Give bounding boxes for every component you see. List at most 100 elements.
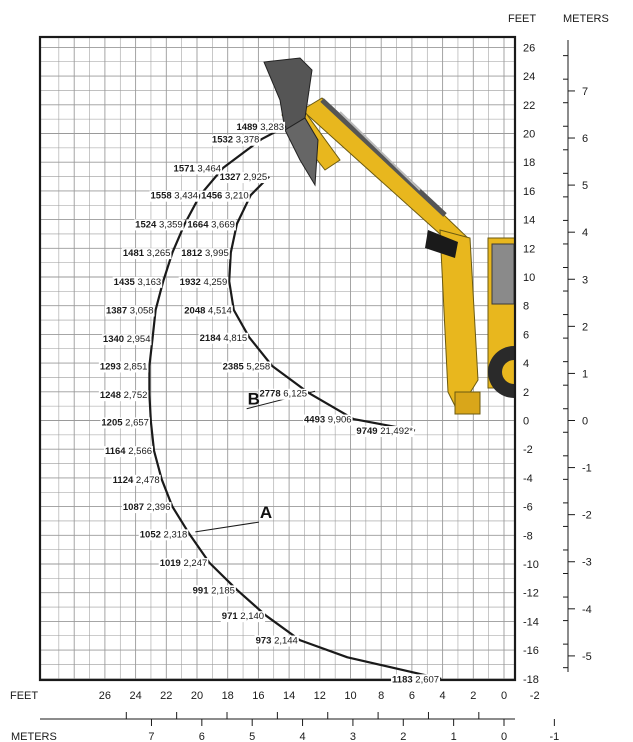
point-label: 1558 3,434 xyxy=(151,191,199,202)
y-meter-tick-label: -5 xyxy=(582,651,592,663)
point-label-background xyxy=(258,388,309,400)
y-meter-tick-label: -4 xyxy=(582,604,592,616)
point-label-background xyxy=(158,558,209,570)
point-label-background xyxy=(198,332,249,344)
point-label-background xyxy=(210,134,261,146)
point-label-background xyxy=(254,635,299,647)
y-feet-tick-label: 2 xyxy=(523,387,529,399)
x-feet-tick-label: 18 xyxy=(222,690,234,702)
point-label: 1087 2,396 xyxy=(123,502,171,513)
curve-label-leader xyxy=(195,521,260,533)
right-feet-unit: FEET xyxy=(508,13,536,25)
point-label: 991 2,185 xyxy=(193,585,235,596)
y-meter-tick-label: 2 xyxy=(582,321,588,333)
axes: FEET METERS FEET METERS 2624222018161412… xyxy=(10,13,609,742)
point-label: 1387 3,058 xyxy=(106,306,154,317)
point-label-background xyxy=(303,414,353,426)
right-meters-unit: METERS xyxy=(563,13,609,25)
x-meter-tick-label: 0 xyxy=(501,731,507,742)
plot-area xyxy=(40,37,515,680)
y-feet-tick-label: -18 xyxy=(523,674,539,686)
point-label-background xyxy=(103,446,154,458)
y-meter-tick-label: 5 xyxy=(582,180,588,192)
point-label-background xyxy=(218,172,269,184)
y-feet-tick-label: 4 xyxy=(523,358,529,370)
x-feet-tick-label: 24 xyxy=(129,690,141,702)
point-label: 1456 3,210 xyxy=(201,191,249,202)
x-meter-tick-label: 2 xyxy=(400,731,406,742)
y-feet-tick-label: 8 xyxy=(523,301,529,313)
y-feet-tick-label: -6 xyxy=(523,502,533,514)
point-label: 1524 3,359 xyxy=(135,219,183,230)
x-feet-tick-label: 8 xyxy=(378,690,384,702)
y-meter-tick-label: 3 xyxy=(582,274,588,286)
point-label: 1489 3,283 xyxy=(236,122,284,133)
point-label: 1327 2,925 xyxy=(220,172,268,183)
x-feet-tick-label: -2 xyxy=(530,690,540,702)
x-feet-tick-label: 20 xyxy=(191,690,203,702)
point-label-background xyxy=(149,190,200,202)
bottom-meters-unit: METERS xyxy=(11,731,57,742)
point-label: 2778 6,125 xyxy=(259,389,307,400)
plot-frame xyxy=(38,35,517,682)
point-label: 1293 2,851 xyxy=(100,361,148,372)
x-meter-tick-label: 3 xyxy=(350,731,356,742)
curve-label-a: A xyxy=(260,503,272,522)
point-label-background xyxy=(121,502,172,514)
y-feet-tick-label: 18 xyxy=(523,157,535,169)
y-feet-tick-label: 14 xyxy=(523,215,535,227)
y-meter-tick-label: 0 xyxy=(582,416,588,428)
point-label-background xyxy=(220,611,266,623)
y-feet-tick-label: 20 xyxy=(523,129,535,141)
x-meter-tick-label: 1 xyxy=(451,731,457,742)
point-label-background xyxy=(101,334,152,346)
y-meter-tick-label: 4 xyxy=(582,227,588,239)
x-feet-tick-label: 26 xyxy=(99,690,111,702)
point-label-background xyxy=(112,276,163,288)
point-label-background xyxy=(121,248,172,260)
y-meter-tick-label: 1 xyxy=(582,368,588,380)
x-feet-tick-label: 22 xyxy=(160,690,172,702)
y-feet-tick-label: 16 xyxy=(523,186,535,198)
y-meter-tick-label: -2 xyxy=(582,510,592,522)
y-meter-tick-label: -1 xyxy=(582,463,592,475)
point-label: 1052 2,318 xyxy=(140,529,188,540)
y-feet-tick-label: -8 xyxy=(523,530,533,542)
x-feet-tick-label: 10 xyxy=(344,690,356,702)
point-label: 1812 3,995 xyxy=(181,248,229,259)
y-feet-tick-label: -4 xyxy=(523,473,533,485)
point-label-background xyxy=(134,219,184,231)
x-feet-tick-label: 6 xyxy=(409,690,415,702)
point-label: 1532 3,378 xyxy=(212,135,260,146)
y-feet-tick-label: 0 xyxy=(523,416,529,428)
point-label-background xyxy=(104,305,155,317)
point-label: 1205 2,657 xyxy=(101,417,149,428)
y-feet-tick-label: 24 xyxy=(523,71,535,83)
point-label-background xyxy=(221,361,272,373)
y-meter-tick-label: -3 xyxy=(582,557,592,569)
x-feet-tick-label: 4 xyxy=(440,690,446,702)
y-meter-tick-label: 6 xyxy=(582,133,588,145)
wheel-icon xyxy=(488,346,515,398)
point-label-background xyxy=(100,417,150,429)
point-label-background xyxy=(183,305,233,317)
y-meter-tick-label: 7 xyxy=(582,86,588,98)
point-label-background xyxy=(98,390,149,402)
point-label: 971 2,140 xyxy=(222,611,264,622)
point-label-background xyxy=(186,219,236,231)
point-label-background xyxy=(138,529,189,541)
y-feet-tick-label: -14 xyxy=(523,616,539,628)
x-feet-tick-label: 2 xyxy=(470,690,476,702)
y-feet-tick-label: -16 xyxy=(523,645,539,657)
point-label: 1664 3,669 xyxy=(187,219,235,230)
point-label-background xyxy=(235,121,286,133)
point-label-background xyxy=(200,190,250,202)
x-meter-tick-label: 4 xyxy=(299,731,305,742)
point-label: 9749 21,492* xyxy=(356,426,413,437)
curves xyxy=(148,125,442,680)
point-label: 2184 4,815 xyxy=(200,333,248,344)
point-label-background xyxy=(172,163,223,175)
point-label: 1435 3,163 xyxy=(114,277,162,288)
